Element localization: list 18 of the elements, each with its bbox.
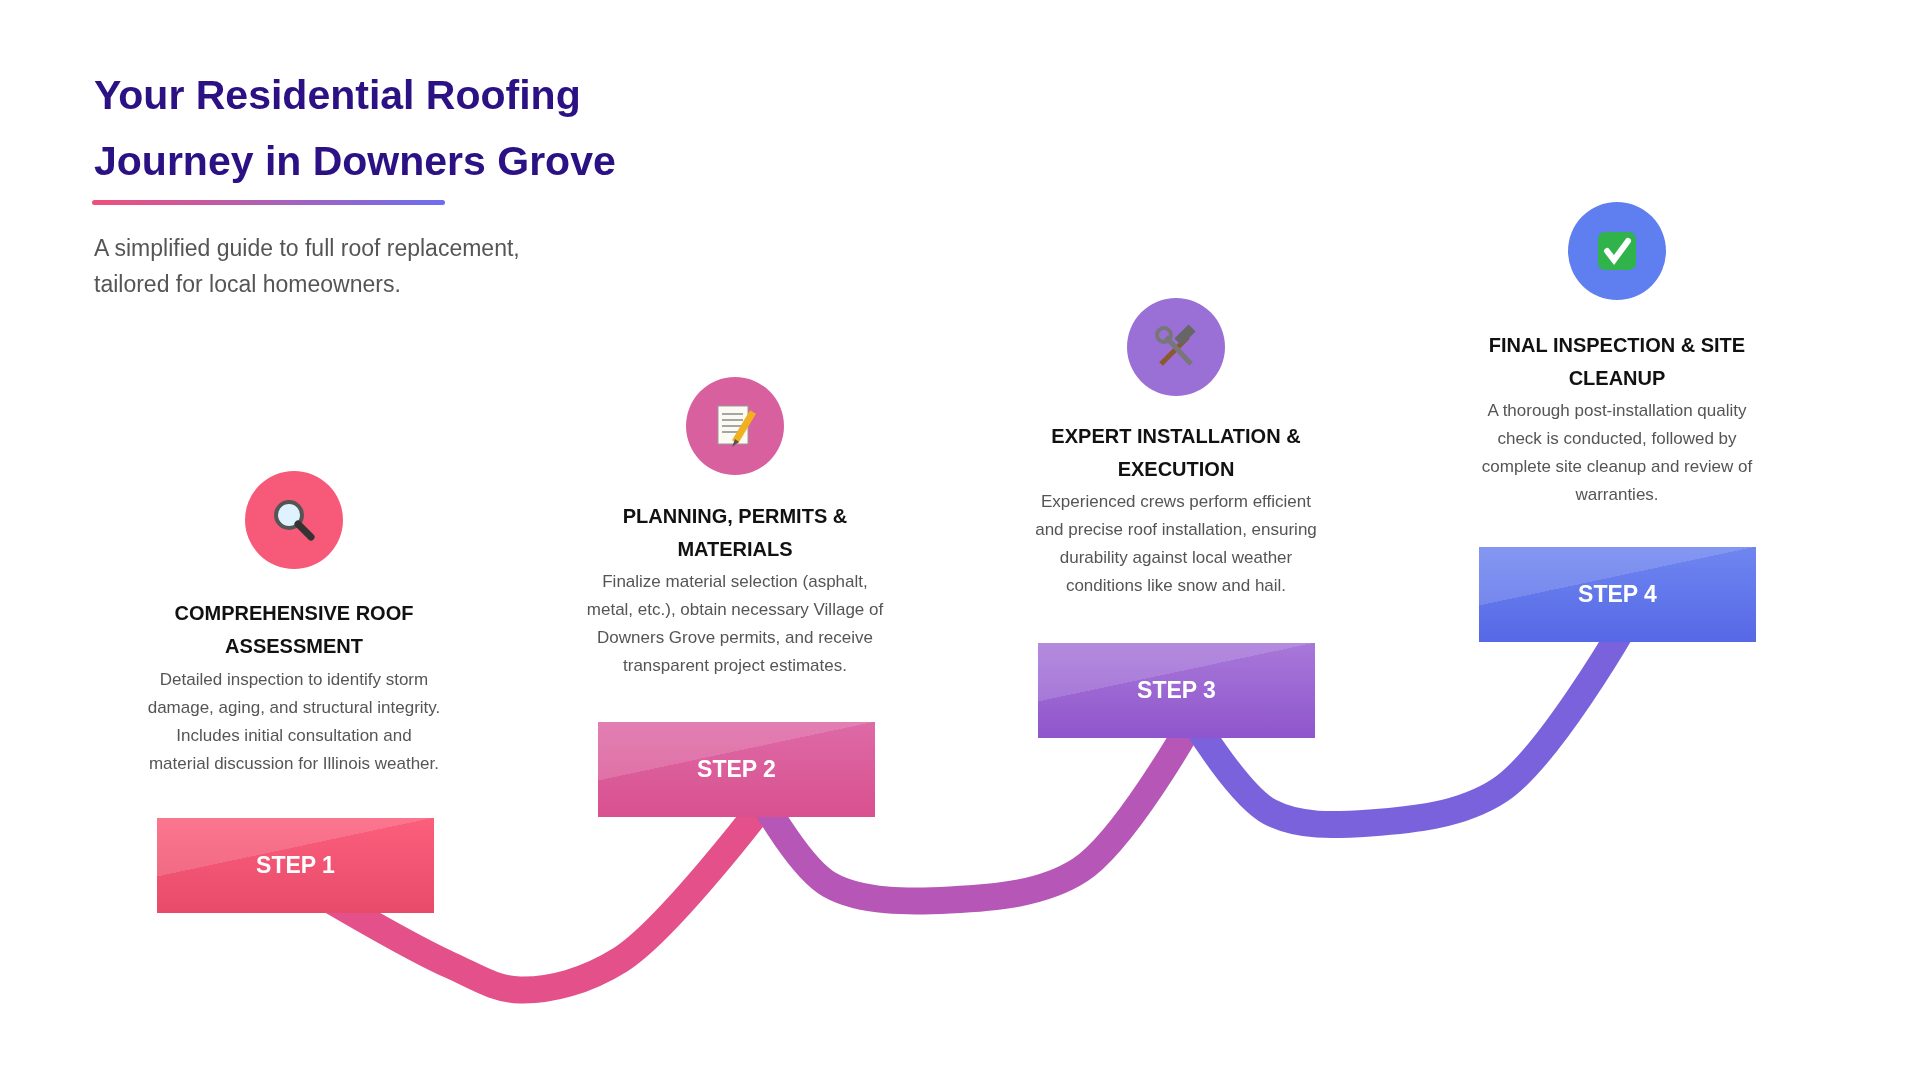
step-heading: FINAL INSPECTION & SITE CLEANUP <box>1487 333 1747 391</box>
step-heading: COMPREHENSIVE ROOF ASSESSMENT <box>173 601 415 659</box>
subtitle: A simplified guide to full roof replacement, tailored for local homeowners. <box>94 234 521 299</box>
step-label: STEP 2 <box>697 756 776 783</box>
step-label: STEP 4 <box>1578 581 1657 608</box>
step-heading: PLANNING, PERMITS & MATERIALS <box>621 504 849 562</box>
step-description: Detailed inspection to identify storm damage, aging, and structural integrity. Includes initial consultation and material discussion for Illinois weather. <box>146 669 442 775</box>
step-banner <box>157 818 434 913</box>
step-description: A thorough post-installation quality check is conducted, followed by complete site cleanup and review of warranties. <box>1480 400 1754 506</box>
step-heading: EXPERT INSTALLATION & EXECUTION <box>1050 424 1302 482</box>
step-label: STEP 1 <box>256 852 335 879</box>
step-description: Finalize material selection (asphalt, metal, etc.), obtain necessary Village of Downers Grove permits, and receive transparent project estimates. <box>585 571 885 677</box>
title: Your Residential Roofing Journey in Downers Grove <box>94 71 617 186</box>
step-description: Experienced crews perform efficient and precise roof installation, ensuring durability against local weather conditions like snow and hail. <box>1034 491 1318 597</box>
step-banner <box>1038 643 1315 738</box>
step-banner <box>598 722 875 817</box>
step-banner <box>1479 547 1756 642</box>
step-label: STEP 3 <box>1137 677 1216 704</box>
